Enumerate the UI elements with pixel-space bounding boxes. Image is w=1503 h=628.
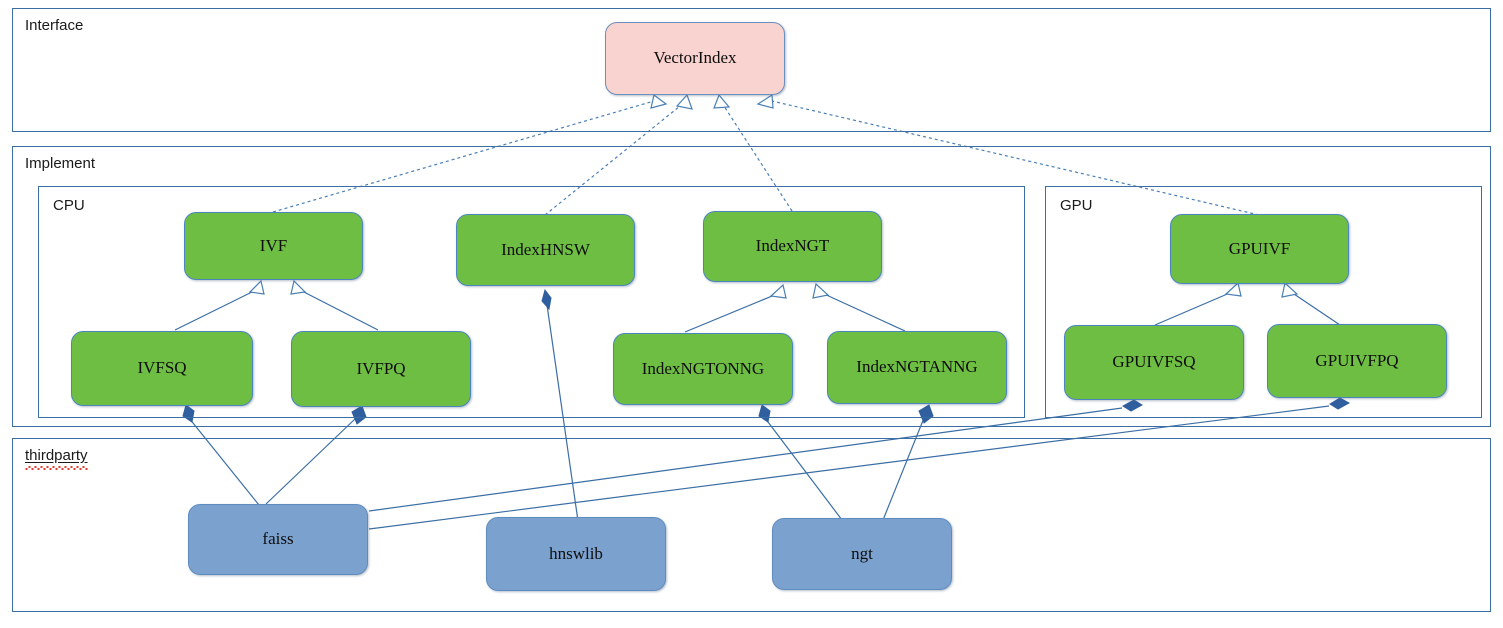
package-thirdparty-label: thirdparty — [25, 447, 88, 470]
node-indexngt[interactable]: IndexNGT — [703, 211, 882, 282]
spellcheck-squiggle — [25, 466, 88, 470]
node-faiss-label: faiss — [262, 529, 294, 549]
node-ivfsq[interactable]: IVFSQ — [71, 331, 253, 406]
node-vectorindex[interactable]: VectorIndex — [605, 22, 785, 95]
node-indexngtonng[interactable]: IndexNGTONNG — [613, 333, 793, 405]
node-ngt[interactable]: ngt — [772, 518, 952, 590]
node-indexhnsw[interactable]: IndexHNSW — [456, 214, 635, 286]
node-ngt-label: ngt — [851, 543, 873, 563]
node-ivfsq-label: IVFSQ — [137, 358, 187, 378]
node-indexngt-label: IndexNGT — [755, 236, 830, 256]
package-gpu-label: GPU — [1060, 197, 1093, 214]
package-implement-label: Implement — [25, 155, 96, 172]
node-indexngtonng-label: IndexNGTONNG — [641, 358, 765, 378]
node-indexhnsw-label: IndexHNSW — [501, 239, 590, 259]
package-interface-label: Interface — [25, 17, 84, 34]
node-ivf-label: IVF — [259, 235, 288, 255]
node-gpuivfpq-label: GPUIVFPQ — [1315, 350, 1399, 370]
package-interface: Interface — [12, 8, 1491, 132]
package-gpu: GPU — [1045, 186, 1482, 418]
node-gpuivf-label: GPUIVF — [1228, 238, 1291, 258]
package-cpu: CPU — [38, 186, 1025, 418]
node-faiss[interactable]: faiss — [188, 504, 368, 575]
node-ivfpq-label: IVFPQ — [356, 358, 406, 378]
node-hnswlib-label: hnswlib — [549, 543, 603, 563]
node-ivfpq[interactable]: IVFPQ — [291, 331, 471, 407]
node-gpuivfsq[interactable]: GPUIVFSQ — [1064, 325, 1244, 400]
node-gpuivfpq[interactable]: GPUIVFPQ — [1267, 324, 1447, 398]
package-cpu-label: CPU — [53, 197, 85, 214]
node-hnswlib[interactable]: hnswlib — [486, 517, 666, 591]
node-ivf[interactable]: IVF — [184, 212, 363, 280]
node-gpuivf[interactable]: GPUIVF — [1170, 214, 1349, 284]
node-vectorindex-label: VectorIndex — [653, 48, 737, 68]
package-thirdparty-text: thirdparty — [25, 447, 88, 464]
node-gpuivfsq-label: GPUIVFSQ — [1112, 352, 1196, 372]
node-indexngtanng-label: IndexNGTANNG — [856, 357, 978, 377]
package-implement: Implement — [12, 146, 1491, 427]
node-indexngtanng[interactable]: IndexNGTANNG — [827, 331, 1007, 404]
